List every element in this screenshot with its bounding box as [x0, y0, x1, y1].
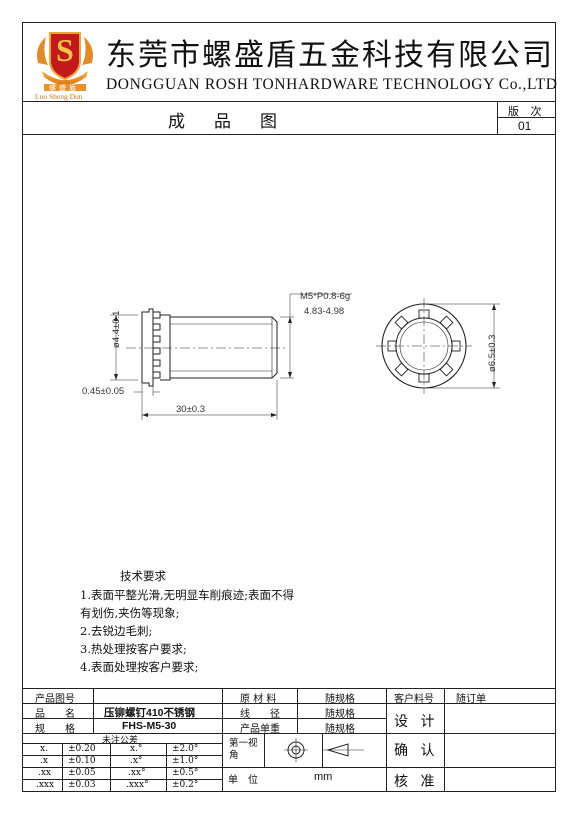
- unit-weight-label: 产品单重: [240, 724, 280, 735]
- requirements-title: 技术要求: [120, 569, 166, 583]
- drawing-title: 成 品 图: [168, 112, 283, 132]
- requirement-line: 有划伤,夹伤等现象;: [80, 606, 180, 620]
- tol-value: ±0.20: [68, 744, 96, 754]
- shank-outline: [170, 316, 278, 379]
- tol-angle-key: .xxx°: [126, 780, 149, 790]
- tol-angle-key: .xx°: [128, 768, 146, 778]
- confirm-label: 确 认: [394, 743, 439, 759]
- tolerance-title: 未注公差: [102, 736, 139, 746]
- company-logo: S 螺盛盾 Luo Sheng Dun: [34, 27, 96, 101]
- table-rule: [22, 767, 556, 768]
- drawing-frame: [22, 22, 556, 792]
- table-col: [93, 688, 94, 733]
- table-col: [166, 743, 167, 792]
- version-label: 版 次: [508, 105, 546, 118]
- unit-weight-value: 随规格: [325, 724, 355, 735]
- table-rule: [22, 703, 386, 704]
- table-rule: [22, 755, 222, 756]
- head-thickness-label: 0.45±0.05: [82, 386, 125, 397]
- tol-key: .x: [40, 756, 48, 766]
- product-name-value: 压铆螺钉410不锈钢: [104, 707, 196, 719]
- part-drawing: [110, 293, 500, 420]
- version-row-divider: [497, 117, 556, 118]
- part-no-label: 产品图号: [35, 694, 75, 705]
- table-col: [264, 733, 265, 767]
- table-rule: [386, 703, 556, 704]
- tol-key: .xx: [38, 768, 52, 778]
- version-value: 01: [518, 119, 532, 133]
- neck-outline: [160, 314, 171, 381]
- tol-value: ±0.10: [68, 756, 96, 766]
- tol-angle-value: ±0.5°: [172, 768, 199, 778]
- material-value: 随规格: [325, 694, 355, 705]
- length-label: 30±0.3: [176, 404, 205, 415]
- first-angle-projection-symbol: [284, 738, 364, 762]
- table-rule: [22, 779, 222, 780]
- logo-chars: 螺盛盾: [49, 84, 79, 92]
- projection-label: 第一视角: [229, 738, 258, 761]
- wire-dia-label: 线 径: [240, 709, 280, 720]
- logo-pinyin: Luo Sheng Dun: [35, 92, 83, 101]
- table-col: [110, 743, 111, 792]
- company-name-cn: 东莞市螺盛盾五金科技有限公司: [106, 38, 554, 73]
- header-divider: [22, 101, 556, 102]
- end-view-teeth: [387, 309, 461, 383]
- thread-spec-label: M5*P0.8-6g: [300, 291, 351, 302]
- design-label: 设 计: [394, 714, 439, 730]
- spec-value: FHS-M5-30: [122, 720, 177, 732]
- tol-key: x.: [40, 744, 48, 754]
- table-rule: [22, 733, 556, 734]
- diameter-symbol: ø: [487, 366, 498, 372]
- table-rule: [22, 743, 222, 744]
- table-col: [386, 688, 387, 792]
- tol-angle-value: ±0.2°: [172, 780, 199, 790]
- thread-range-label: 4.83-4.98: [304, 306, 345, 317]
- tol-angle-key: .x°: [130, 756, 143, 766]
- tol-angle-key: x.°: [130, 744, 143, 754]
- table-col: [62, 743, 63, 792]
- tol-value: ±0.03: [68, 780, 96, 790]
- requirement-line: 3.热处理按客户要求;: [80, 642, 187, 656]
- head-teeth: [153, 311, 161, 379]
- unit-label: 单 位: [228, 775, 258, 786]
- table-top: [22, 688, 556, 689]
- outer-dia-value: 6.5±0.3: [487, 334, 498, 367]
- wire-dia-value: 随规格: [325, 709, 355, 720]
- requirement-line: 4.表面处理按客户要求;: [80, 660, 199, 674]
- company-name-en: DONGGUAN ROSH TONHARDWARE TECHNOLOGY Co.…: [106, 76, 558, 93]
- customer-no-value: 随订单: [456, 694, 486, 705]
- table-rule: [22, 718, 386, 719]
- tol-value: ±0.05: [68, 768, 96, 778]
- requirement-line: 2.去锐边毛刺;: [80, 624, 153, 638]
- tol-key: .xxx: [36, 780, 55, 790]
- head-outline: [141, 308, 154, 387]
- tol-angle-value: ±2.0°: [172, 744, 199, 754]
- spec-label: 规 格: [35, 724, 75, 735]
- head-dia-label: ø4.4±0.1: [111, 311, 122, 348]
- requirement-line: 1.表面平整光滑,无明显车削痕迹;表面不得: [80, 588, 295, 602]
- product-name-label: 品 名: [35, 709, 75, 720]
- unit-value: mm: [314, 771, 333, 783]
- logo-letter: S: [56, 32, 74, 68]
- tol-angle-value: ±1.0°: [172, 756, 199, 766]
- customer-no-label: 客户料号: [394, 694, 434, 705]
- table-col: [222, 688, 223, 792]
- head-dia-value: 4.4±0.1: [111, 310, 122, 343]
- table-col: [444, 688, 445, 792]
- approve-label: 核 准: [394, 774, 439, 790]
- table-col: [297, 688, 298, 733]
- title-divider: [22, 134, 556, 135]
- diameter-symbol: ø: [111, 342, 122, 348]
- outer-dia-label: ø6.5±0.3: [487, 335, 498, 372]
- material-label: 原 材 料: [240, 694, 277, 705]
